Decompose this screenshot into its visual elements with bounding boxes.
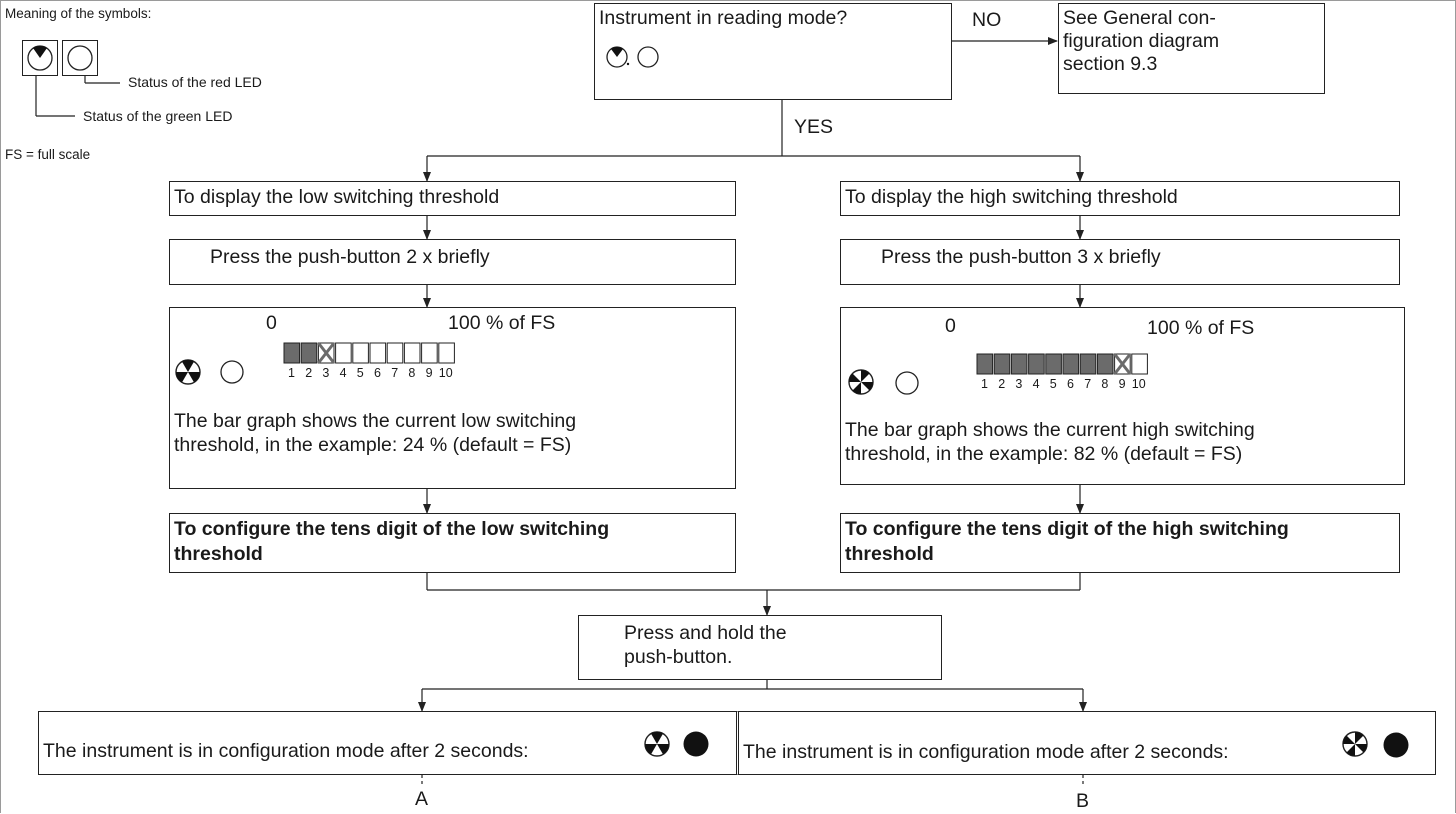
high-config-line2: threshold <box>845 543 934 565</box>
legend-green-box <box>22 40 58 76</box>
high-desc-line1: The bar graph shows the current high swi… <box>845 419 1255 441</box>
low-bar-partial-mark <box>317 342 336 364</box>
high-bar-segment-5 <box>1045 353 1062 375</box>
general-config-line1: See General con- <box>1063 7 1216 29</box>
low-config-box: To configure the tens digit of the low s… <box>169 513 736 573</box>
low-bar-number: 7 <box>391 366 399 380</box>
low-threshold-display-box: To display the low switching threshold <box>169 181 736 216</box>
low-bar-number: 9 <box>425 366 433 380</box>
high-bar-number: 8 <box>1101 377 1109 391</box>
legend-fs-note: FS = full scale <box>5 147 91 162</box>
legend-green-led: Status of the green LED <box>83 108 233 124</box>
green-led-fast-blink-icon <box>848 369 874 395</box>
high-bar-segment-3 <box>1010 353 1028 375</box>
low-press-text: Press the push-button 2 x briefly <box>210 246 490 268</box>
general-config-line2: figuration diagram <box>1063 30 1220 52</box>
high-press-text: Press the push-button 3 x briefly <box>881 246 1161 268</box>
press-hold-line1: Press and hold the <box>624 622 787 644</box>
low-press-box: Press the push-button 2 x briefly <box>169 239 736 285</box>
low-scale-zero: 0 <box>266 312 277 334</box>
result-b-led-icons <box>1342 731 1409 758</box>
low-bar-segment-1 <box>283 342 301 364</box>
high-press-box: Press the push-button 3 x briefly <box>840 239 1400 285</box>
result-a-led-icons <box>644 731 709 757</box>
high-bar-segment-8 <box>1096 353 1114 375</box>
high-bar-number: 2 <box>998 377 1006 391</box>
high-bar-number: 3 <box>1015 377 1023 391</box>
low-bar-segment-10 <box>438 342 455 364</box>
low-bar-number: 2 <box>305 366 313 380</box>
high-threshold-display-box: To display the high switching threshold <box>840 181 1400 216</box>
result-b-box: The instrument is in configuration mode … <box>736 711 1436 775</box>
legend-title: Meaning of the symbols: <box>5 6 152 21</box>
low-threshold-display: To display the low switching threshold <box>174 186 500 208</box>
low-bar-segment-7 <box>386 342 404 364</box>
high-bar-number: 9 <box>1118 377 1126 391</box>
low-bar-segment-9 <box>421 342 438 364</box>
legend-red-led: Status of the red LED <box>128 74 262 90</box>
low-config-line2: threshold <box>174 543 263 565</box>
high-config-box: To configure the tens digit of the high … <box>840 513 1400 573</box>
high-bar-partial-mark <box>1113 353 1132 375</box>
high-bar-segment-4 <box>1028 353 1045 375</box>
high-desc-line2: threshold, in the example: 82 % (default… <box>845 443 1243 465</box>
high-bar-segment-2 <box>993 353 1011 375</box>
no-label: NO <box>972 9 1002 31</box>
high-scale-zero: 0 <box>945 315 956 337</box>
low-bar-number: 4 <box>339 366 347 380</box>
low-bar-number: 6 <box>374 366 381 380</box>
general-config-line3: section 9.3 <box>1063 53 1158 75</box>
exit-label-a: A <box>415 788 429 810</box>
high-bar-number: 5 <box>1049 377 1057 391</box>
high-bar-segment-10 <box>1131 353 1148 375</box>
result-a-text: The instrument is in configuration mode … <box>43 740 529 762</box>
low-desc-line2: threshold, in the example: 24 % (default… <box>174 434 572 456</box>
red-led-off-icon <box>220 360 244 384</box>
red-led-icon <box>67 45 93 71</box>
low-desc-line1: The bar graph shows the current low swit… <box>174 410 577 432</box>
low-bar-segment-2 <box>300 342 318 364</box>
low-config-line1: To configure the tens digit of the low s… <box>174 518 610 540</box>
press-hold-line2: push-button. <box>624 646 733 668</box>
high-bar-segment-6 <box>1062 353 1080 375</box>
yes-label: YES <box>794 116 834 138</box>
high-scale-full: 100 % of FS <box>1147 317 1255 339</box>
high-bar-segment-7 <box>1079 353 1097 375</box>
high-bar-segment-1 <box>976 353 994 375</box>
reading-mode-question: Instrument in reading mode? <box>599 7 848 29</box>
press-hold-box: Press and hold the push-button. <box>578 615 942 680</box>
reading-mode-led-icons <box>606 46 659 68</box>
legend-red-box <box>62 40 98 76</box>
low-bar-number: 3 <box>322 366 330 380</box>
red-led-off-icon-right <box>895 371 919 395</box>
result-b-text: The instrument is in configuration mode … <box>743 741 1229 763</box>
high-bar-number: 7 <box>1084 377 1092 391</box>
low-bar-segment-8 <box>403 342 421 364</box>
green-led-blink-icon <box>175 359 201 385</box>
green-led-icon <box>27 45 53 71</box>
low-bar-segment-4 <box>335 342 352 364</box>
high-threshold-display: To display the high switching threshold <box>845 186 1178 208</box>
low-bar-number: 1 <box>288 366 295 380</box>
high-config-line1: To configure the tens digit of the high … <box>845 518 1289 540</box>
low-scale-full: 100 % of FS <box>448 312 556 334</box>
low-bar-segment-5 <box>352 342 369 364</box>
low-bar-number: 8 <box>408 366 416 380</box>
high-bar-number: 6 <box>1067 377 1074 391</box>
result-a-box: The instrument is in configuration mode … <box>38 711 738 775</box>
exit-label-b: B <box>1076 790 1090 812</box>
reading-mode-question-box: Instrument in reading mode? <box>594 3 952 100</box>
low-bar-number: 10 <box>438 366 453 380</box>
high-bar-number: 4 <box>1032 377 1040 391</box>
low-bar-segment-6 <box>369 342 387 364</box>
low-bar-number: 5 <box>356 366 364 380</box>
high-bar-number: 10 <box>1131 377 1146 391</box>
high-bar-number: 1 <box>981 377 988 391</box>
general-config-box: See General con- figuration diagram sect… <box>1058 3 1325 94</box>
